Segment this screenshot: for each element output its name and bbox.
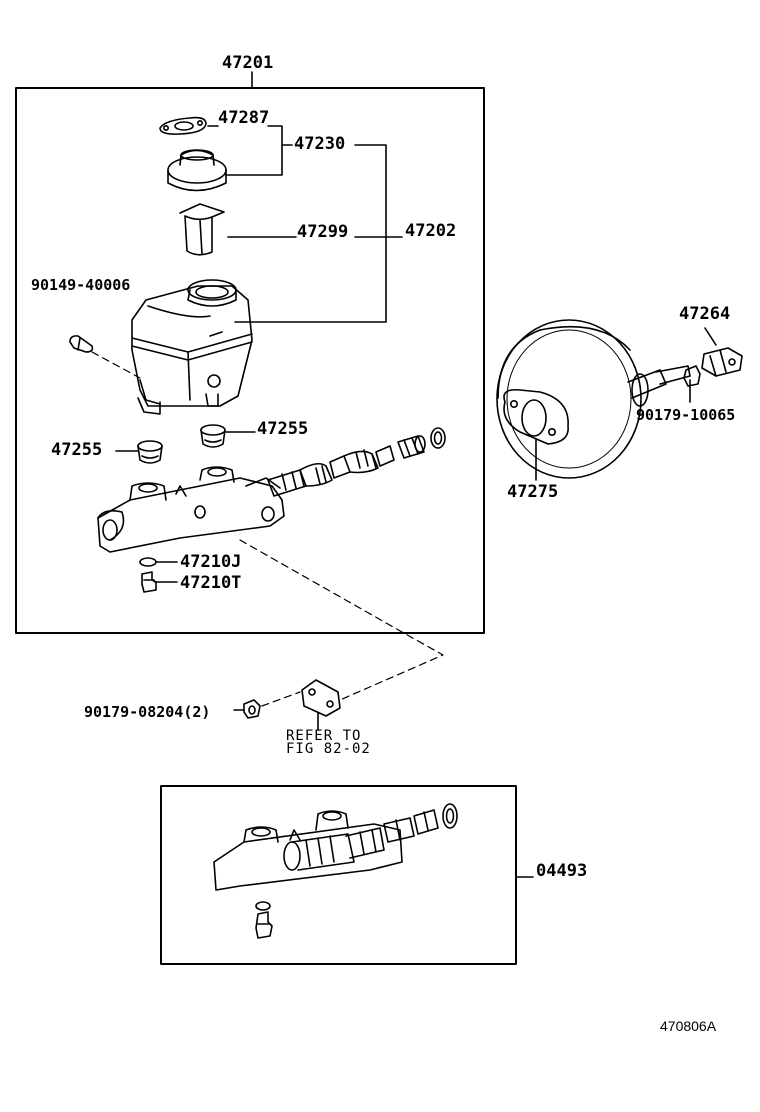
label-47299: 47299 <box>297 222 349 242</box>
label-47255-right: 47255 <box>257 419 309 439</box>
label-47201: 47201 <box>222 53 274 73</box>
label-47210j: 47210J <box>180 552 242 572</box>
label-47255-left: 47255 <box>51 440 103 460</box>
nut-90179-10065 <box>683 365 701 387</box>
plug-47210t <box>141 571 157 593</box>
reservoir-cap <box>167 149 227 192</box>
label-47275: 47275 <box>507 482 559 502</box>
assembly-box <box>15 87 485 634</box>
kit-plug <box>255 911 273 939</box>
leader-lines <box>115 125 717 731</box>
label-47230: 47230 <box>294 134 346 154</box>
label-47210t: 47210T <box>180 573 242 593</box>
label-90179-08204: 90179-08204(2) <box>84 703 211 721</box>
brake-booster <box>496 319 691 479</box>
nut-90179-08204 <box>243 699 261 719</box>
kit-box <box>160 785 517 965</box>
label-47202: 47202 <box>405 221 457 241</box>
label-90179-10065: 90179-10065 <box>636 406 736 424</box>
grommet-right <box>200 424 226 448</box>
kit-gasket <box>255 901 271 911</box>
master-cylinder-body <box>97 466 285 553</box>
mounting-bracket <box>301 679 341 717</box>
reservoir-tank <box>131 279 253 415</box>
dashed-lines <box>91 351 444 707</box>
reservoir-strainer <box>179 203 225 256</box>
gasket-47210j <box>139 557 157 567</box>
label-90149-40006: 90149-40006 <box>31 276 131 294</box>
reference-line-1: REFER TO <box>286 728 362 744</box>
reference-line-2: FIG 82-02 <box>286 741 371 757</box>
reservoir-gasket <box>159 116 207 135</box>
label-04493: 04493 <box>536 861 588 881</box>
clevis-47264 <box>701 347 743 377</box>
figure-id: 470806A <box>660 1018 717 1034</box>
kit-master-cylinder <box>213 803 458 891</box>
pin-90149 <box>69 335 94 353</box>
label-47287: 47287 <box>218 108 270 128</box>
piston-assembly <box>267 427 446 497</box>
grommet-left <box>137 440 163 464</box>
booster-gasket <box>503 388 569 445</box>
label-47264: 47264 <box>679 304 731 324</box>
